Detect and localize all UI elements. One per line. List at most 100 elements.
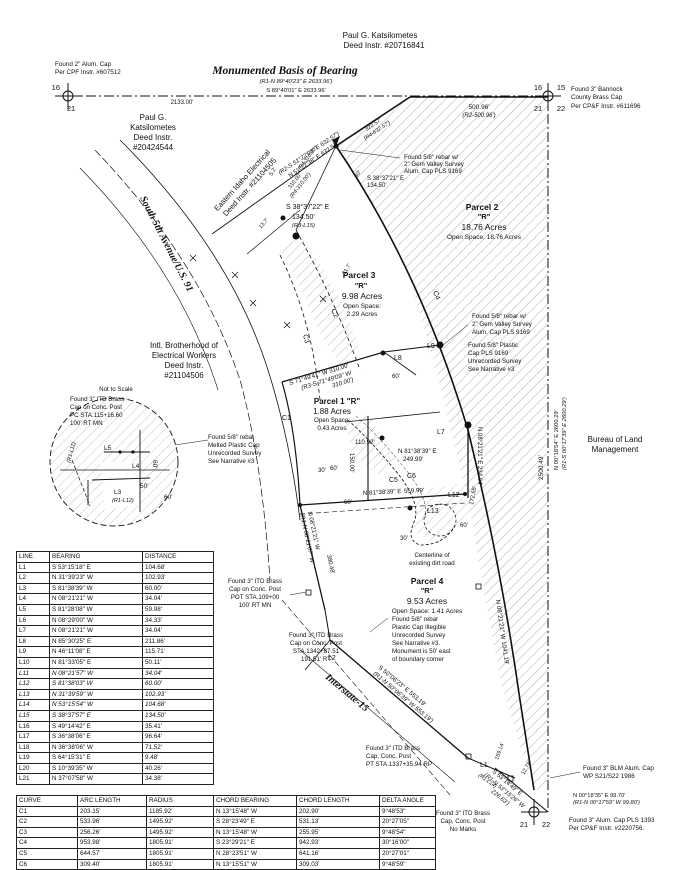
line-table-cell-bearing: N 08°21'57" W <box>49 667 143 680</box>
line-table-cell-bearing: N 08°29'00" W <box>49 614 143 627</box>
line-table-cell-distance: 60.00' <box>142 582 214 595</box>
line-label-l12: L12 <box>448 492 460 499</box>
corner-num-22-right: 22 <box>557 104 565 113</box>
curve-table-cell-curve: C1 <box>16 805 78 818</box>
rebar-illegible-2: Plastic Cap Illegible <box>392 624 447 631</box>
rebar-plastic-r-3: Unrecorded Survey <box>468 358 522 365</box>
corner-num-21-bottom: 21 <box>520 820 528 829</box>
curve-table-cell-delta: 20°27'01" <box>379 847 436 860</box>
itd-sta1342-2: Cap on Conc. Post <box>290 640 342 647</box>
rebar-gem-r-3: Alum. Cap PLS 9169 <box>472 329 530 336</box>
boundary-n81-249 <box>344 411 441 423</box>
line-table-cell-distance: 35.41' <box>142 720 214 733</box>
line-table-cell-bearing: N 81°33'05" E <box>49 656 143 669</box>
line-table-cell-bearing: S 38°37'57" E <box>49 709 143 722</box>
blm-label-2: Management <box>592 445 639 454</box>
curve-table-cell-curve: C6 <box>16 858 78 870</box>
curve-table-cell-chord-bearing: S 23°29'21" E <box>213 837 297 849</box>
rebar-melted-3: Unrecorded Survey <box>208 450 262 457</box>
line-table-cell-bearing: S 81°38'39" W <box>49 582 143 595</box>
eiec-label-1: Eastern Idaho Electrical <box>212 148 272 213</box>
parcel4-name: Parcel 4 <box>411 576 444 586</box>
road-name: South 5th Avenue/U.S. 91 <box>137 194 195 293</box>
line-table-cell-distance: 60.00' <box>142 678 214 690</box>
curve-c3-line <box>279 254 321 401</box>
line-table-header-line: LINE <box>16 551 50 563</box>
interstate-name: Interstate-15 <box>322 671 370 714</box>
inset-l3: L3 <box>114 489 122 496</box>
itd-brass-cap-marks <box>305 583 514 782</box>
boundary-n08-left-2 <box>324 609 331 641</box>
curve-table-header: CURVE ARC LENGTH RADIUS CHORD BEARING CH… <box>16 795 436 807</box>
line-table-cell-distance: 59.98' <box>142 603 214 616</box>
dist-11092: 110.92' <box>355 439 375 446</box>
curve-table-cell-delta: 20°27'05" <box>379 816 436 828</box>
line-table-cell-distance: 9.48' <box>142 752 214 764</box>
line-table-cell-line: L5 <box>16 603 50 616</box>
section-corner-left <box>55 83 81 109</box>
ibew-2: Electrical Workers <box>152 351 216 360</box>
itd-pc-3: PC STA.115+16.60 <box>70 412 123 419</box>
rebar-melted-1: Found 5/8" rebar <box>208 434 254 441</box>
line-table-cell-distance: 102.93' <box>142 688 214 701</box>
boundary-s50 <box>329 639 469 759</box>
blm-leader <box>549 771 581 779</box>
curve-table-cell-arc: 953.98' <box>77 837 147 849</box>
fence-marks <box>189 254 327 329</box>
dist-15914: 159.14' <box>494 742 506 761</box>
curve-table-cell-chord-bearing: N 13°15'51" W <box>213 858 297 870</box>
road-edge-west <box>79 167 219 391</box>
boundary-n08-left <box>299 504 326 611</box>
itd-pc-1: Found 3" ITD Brass <box>70 396 124 403</box>
road-edge-east <box>119 139 301 521</box>
inset-leader <box>174 439 209 446</box>
owner-left-3: Deed Instr. <box>134 133 173 142</box>
basis-r1: (R1-N 89°40'23" E 2633.96') <box>260 79 333 85</box>
corner-num-21-right: 21 <box>534 104 542 113</box>
eiec-boundary-nw <box>211 145 337 235</box>
itd-nomarks-1: Found 3" ITD Brass <box>436 810 490 817</box>
section-corner-bottom-right <box>521 799 547 825</box>
alum-pls-2: Per CP&F Instr. #2220756. <box>569 825 645 832</box>
dist-60-d: 60' <box>330 466 338 472</box>
line-table-cell-distance: 211.86' <box>142 635 214 648</box>
line-table-cell-bearing: N 46°11'08" E <box>49 646 143 658</box>
line-table-cell-distance: 40.26' <box>142 762 214 775</box>
line-table-cell-line: L17 <box>16 731 50 743</box>
line-table-cell-line: L20 <box>16 762 50 775</box>
parcel1-open-2: 0.43 Acres <box>317 425 346 432</box>
line-table-cell-line: L12 <box>16 678 50 690</box>
parcel4-r: "R" <box>421 586 434 595</box>
rebar-plastic-r-4: See Narrative #3 <box>468 366 515 373</box>
brg-s38-r: (R3-L15) <box>292 223 315 229</box>
dist-60-a: 60' <box>354 170 363 179</box>
bearing-n00: N 00°18'54" E 2600.29' <box>554 410 560 470</box>
blm-cap-1: Found 3" BLM Alum. Cap <box>583 765 654 772</box>
inset-60-a: 60' <box>151 460 158 468</box>
line-table-cell-distance: 96.64' <box>142 731 214 743</box>
parcel4-open: Open Space: 1.41 Acres <box>392 608 463 615</box>
itd-pot-2: Cap on Conc. Post <box>229 586 281 593</box>
basis-of-bearing-title: Monumented Basis of Bearing <box>211 65 358 77</box>
curve-table-cell-radius: 1805.91' <box>146 858 214 870</box>
curve-table-cell-chord-length: 255.95' <box>296 826 380 839</box>
curve-table-cell-radius: 1185.92' <box>146 805 214 818</box>
curve-table-cell-chord-length: 531.13' <box>296 816 380 828</box>
curve-table-header-chord-bearing: CHORD BEARING <box>213 795 297 807</box>
boundary-n81-559-dashed <box>299 502 466 515</box>
bearing-n00-9970-r: (R1-N 00°17'59" W 99.80') <box>573 800 640 806</box>
itd-pot-4: 100' RT MN <box>239 602 272 609</box>
curve-table-cell-curve: C4 <box>16 837 78 849</box>
parcel-4-hatch <box>410 482 470 545</box>
line-table-header-distance: DISTANCE <box>142 551 214 563</box>
curve-table-cell-radius: 1495.92' <box>146 826 214 839</box>
corner-num-15-right: 15 <box>557 83 565 92</box>
line-table-cell-bearing: N 36°38'06" W <box>49 741 143 754</box>
rebar-gem-r-1: Found 5/8" rebar w/ <box>472 313 526 320</box>
line-table-cell-line: L15 <box>16 709 50 722</box>
